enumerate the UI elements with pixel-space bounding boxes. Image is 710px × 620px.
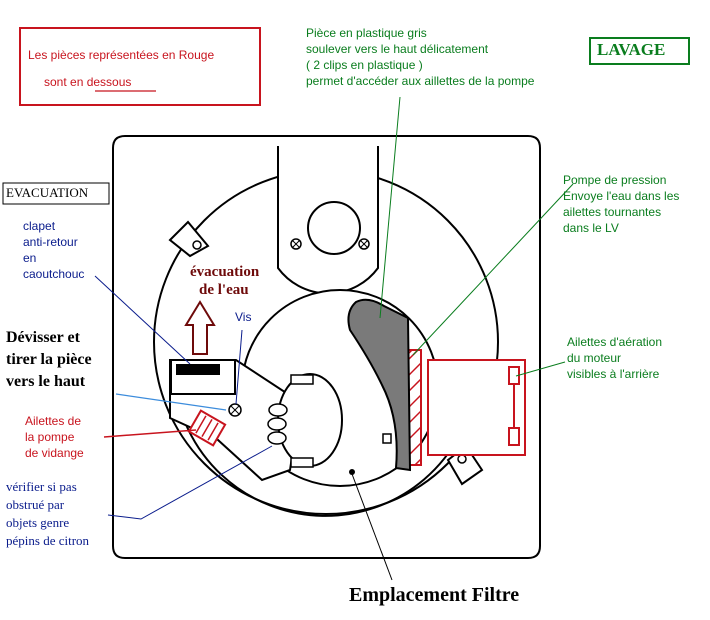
pompe-pression-line-1: Pompe de pression — [563, 173, 667, 187]
note-line-1: Les pièces représentées en Rouge — [28, 48, 215, 62]
ailettes-aeration-line-2: du moteur — [567, 351, 622, 365]
leader-ailettes-vidange — [103, 429, 197, 438]
leader-pompe-pression — [412, 183, 574, 356]
leader-devisser — [115, 393, 227, 411]
chamber-clip — [382, 433, 392, 444]
devisser-line-1: Dévisser et — [6, 329, 80, 346]
outer-housing — [112, 135, 541, 559]
devisser-line-3: vers le haut — [6, 373, 86, 390]
motor-vent-bottom — [508, 427, 520, 446]
gray-part-line-2: soulever vers le haut délicatement — [306, 42, 489, 56]
gray-plastic-piece — [347, 298, 412, 472]
evacuation-arrow — [184, 300, 216, 355]
leader-verifier — [107, 445, 273, 520]
leader-emplacement-filtre — [351, 473, 393, 581]
pompe-pression-line-3: ailettes tournantes — [563, 205, 662, 219]
filter-location-dot — [349, 469, 355, 475]
leader-vis — [235, 329, 243, 405]
ailettes-vidange-line-2: la pompe — [25, 430, 75, 444]
pompe-pression-line-4: dans le LV — [563, 221, 619, 235]
clapet-black — [176, 364, 220, 375]
clapet-line-3: en — [23, 251, 37, 265]
ailettes-vidange-line-1: Ailettes de — [25, 414, 82, 428]
gray-part-line-1: Pièce en plastique gris — [306, 26, 427, 40]
clapet-line-1: clapet — [23, 219, 56, 233]
filter-oval — [277, 373, 343, 467]
evacuation-title: EVACUATION — [6, 185, 89, 200]
verifier-line-3: objets genre — [6, 515, 70, 530]
clapet-line-4: caoutchouc — [23, 267, 85, 281]
ailettes-aeration-line-1: Ailettes d'aération — [567, 335, 663, 349]
verifier-line-2: obstrué par — [6, 497, 65, 512]
leader-ailettes-aeration — [515, 361, 566, 377]
ailettes-vidange-line-3: de vidange — [25, 446, 84, 460]
devisser-line-2: tirer la pièce — [6, 351, 92, 368]
vis-label: Vis — [235, 310, 252, 324]
top-tab-hole — [307, 201, 361, 255]
lavage-box — [589, 37, 690, 65]
leader-clapet — [94, 275, 191, 365]
gray-part-line-4: permet d'accéder aux aillettes de la pom… — [306, 74, 535, 88]
evacuation-eau-line-1: évacuation — [190, 264, 260, 280]
gray-part-line-3: ( 2 clips en plastique ) — [306, 58, 423, 72]
verifier-line-4: pépins de citron — [6, 533, 90, 548]
note-box — [19, 27, 261, 106]
note-line-2b: dessous — [86, 75, 132, 89]
emplacement-filtre-label: Emplacement Filtre — [349, 584, 520, 606]
filter-clip-top — [290, 374, 314, 385]
verifier-line-1: vérifier si pas — [6, 479, 77, 494]
evacuation-box — [2, 182, 110, 205]
leader-gray-piece — [379, 96, 401, 319]
evacuation-eau-line-2: de l'eau — [199, 282, 249, 298]
lavage-title: LAVAGE — [597, 40, 666, 59]
clapet-line-2: anti-retour — [23, 235, 78, 249]
ailettes-aeration-line-3: visibles à l'arrière — [567, 367, 660, 381]
filter-clip-bottom — [290, 457, 314, 468]
note-line-2a: sont en — [44, 75, 87, 89]
pompe-pression-line-2: Envoye l'eau dans les — [563, 189, 680, 203]
note-line-2: sont en dessous — [44, 74, 131, 90]
